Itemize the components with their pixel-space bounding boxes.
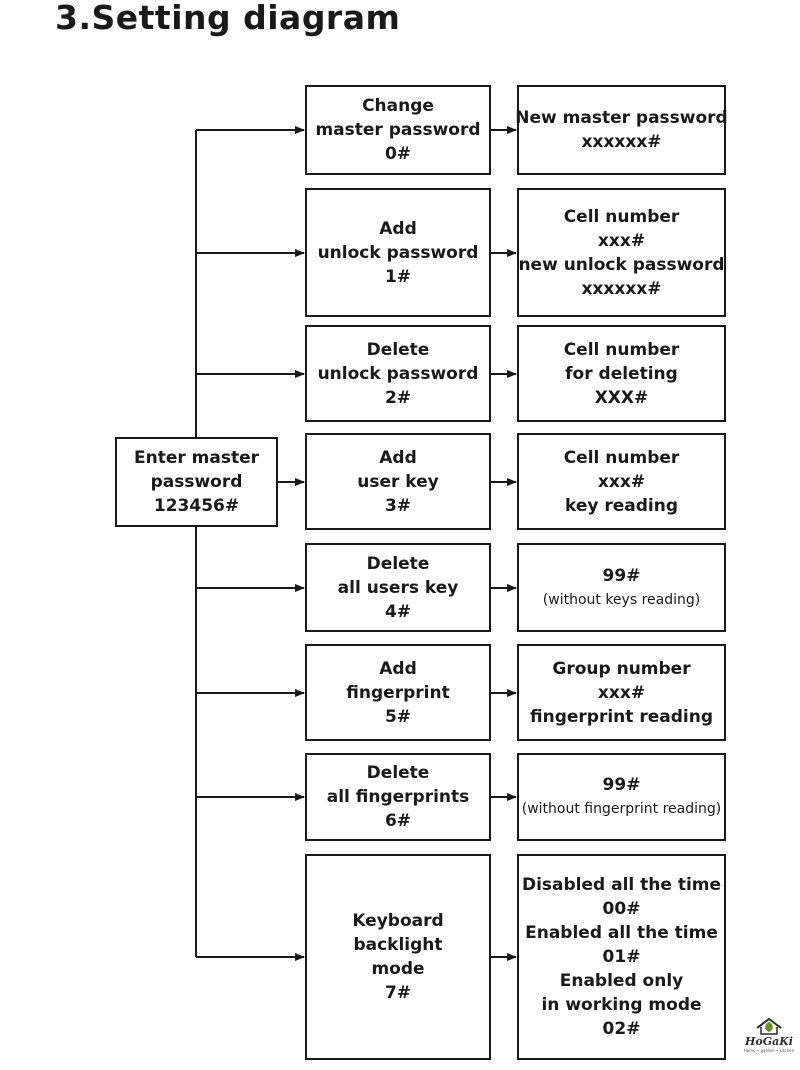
box-text-line: 3# (384, 495, 412, 516)
box-text-line: 0# (384, 144, 412, 164)
box-text-line: 00# (602, 899, 641, 919)
result-step-box: Disabled all the time 00# Enabled all the … (517, 854, 726, 1060)
box-text-line: 1# (384, 266, 412, 287)
box-text-line: Delete (366, 763, 430, 783)
box-text-line: XXX# (594, 387, 649, 408)
result-step-box: 99# (without fingerprint reading) (517, 753, 726, 841)
box-text-line: Enabled only (559, 971, 684, 991)
box-text-line: password (150, 472, 243, 492)
menu-option-box: Keyboard backlight mode 7# (305, 854, 491, 1060)
box-text-line: 7# (384, 983, 412, 1003)
menu-option-box: Add fingerprint 5# (305, 644, 491, 741)
box-text-line: 99# (602, 565, 641, 586)
box-text-line: fingerprint reading (530, 706, 713, 727)
box-text-line: Group number (552, 658, 691, 679)
box-text-line: unlock password (317, 363, 479, 384)
box-text-line: unlock password (317, 242, 479, 263)
box-text-line: Delete (366, 339, 430, 360)
box-text-line: Add (379, 658, 417, 679)
box-text-line: Delete (366, 553, 430, 574)
logo-brand: HoGaKi (745, 1035, 793, 1048)
box-text-line: Cell number (563, 447, 680, 468)
menu-option-box: Add user key 3# (305, 433, 491, 530)
box-text-line: for deleting (565, 363, 678, 384)
box-text-line: (without fingerprint reading) (521, 801, 722, 817)
box-text-line: fingerprint (346, 682, 450, 703)
box-text-line: Disabled all the time (521, 875, 722, 895)
result-step-box: New master password xxxxxx# (515, 85, 728, 175)
box-text-line: backlight (353, 935, 443, 955)
box-text-line: Keyboard (352, 911, 444, 931)
result-step-box: Cell number xxx# new unlock password xxxxxx… (517, 188, 726, 317)
menu-option-box: Delete all fingerprints 6# (305, 753, 491, 841)
house-leaf-icon (756, 1017, 782, 1035)
page-title: 3.Setting diagram (55, 0, 401, 37)
box-text-line: 02# (602, 1019, 641, 1039)
box-text-line: 6# (384, 811, 412, 831)
logo-tagline: Home • garden • kitchen (743, 1048, 795, 1053)
box-text-line: 99# (602, 775, 641, 795)
box-text-line: xxxxxx# (581, 278, 662, 299)
box-text-line: 01# (602, 947, 641, 967)
box-text-line: 5# (384, 706, 412, 727)
box-text-line: mode (371, 959, 425, 979)
box-text-line: Enabled all the time (525, 923, 718, 943)
box-text-line: 2# (384, 387, 412, 408)
menu-option-box: Change master password 0# (305, 85, 491, 175)
box-text-line: (without keys reading) (542, 591, 701, 608)
box-text-line: Change (362, 96, 434, 116)
box-text-line: Cell number (563, 339, 680, 360)
box-text-line: Enter master (133, 448, 260, 468)
box-text-line: all fingerprints (326, 787, 470, 807)
box-text-line: xxxxxx# (581, 132, 662, 152)
box-text-line: 123456# (153, 496, 240, 516)
box-text-line: xxx# (597, 230, 646, 251)
box-text-line: 4# (384, 601, 412, 622)
menu-option-box: Delete all users key 4# (305, 543, 491, 632)
box-text-line: xxx# (597, 682, 646, 703)
result-step-box: 99# (without keys reading) (517, 543, 726, 632)
result-step-box: Cell number xxx# key reading (517, 433, 726, 530)
hogaki-logo: HoGaKi Home • garden • kitchen (744, 1016, 794, 1060)
menu-option-box: Add unlock password 1# (305, 188, 491, 317)
box-text-line: in working mode (541, 995, 702, 1015)
box-text-line: Cell number (563, 206, 680, 227)
box-text-line: key reading (564, 495, 679, 516)
box-text-line: master password (315, 120, 481, 140)
box-text-line: Add (379, 447, 417, 468)
box-text-line: New master password (515, 108, 728, 128)
box-text-line: user key (357, 471, 439, 492)
result-step-box: Group number xxx# fingerprint reading (517, 644, 726, 741)
box-text-line: new unlock password (518, 254, 725, 275)
enter-master-password-box: Enter master password 123456# (115, 437, 278, 527)
box-text-line: xxx# (597, 471, 646, 492)
box-text-line: all users key (337, 577, 459, 598)
box-text-line: Add (379, 218, 417, 239)
menu-option-box: Delete unlock password 2# (305, 325, 491, 422)
